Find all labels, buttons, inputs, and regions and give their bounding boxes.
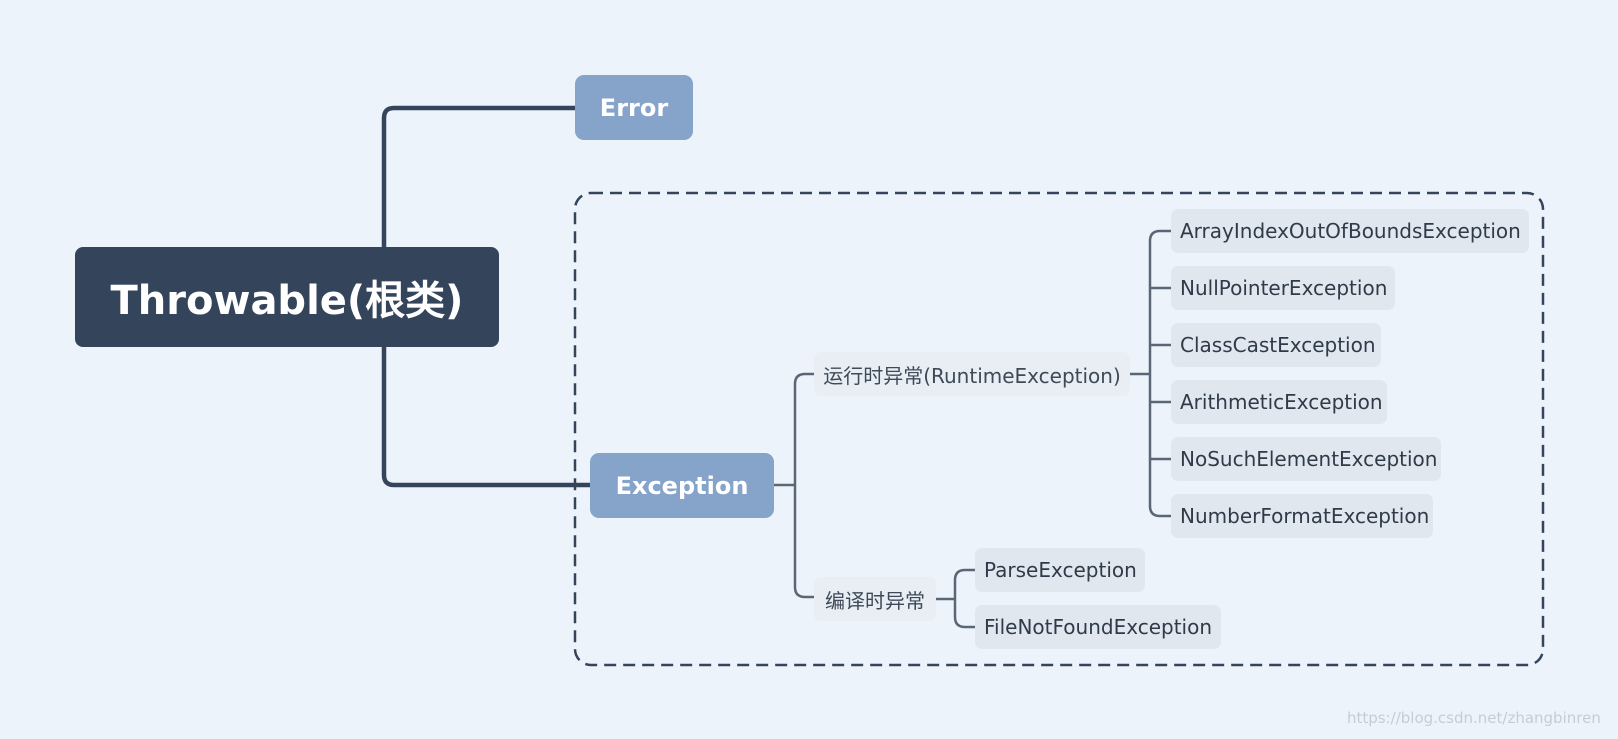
node-compile-exception[interactable]: 编译时异常 (814, 577, 936, 621)
node-runtime-exception[interactable]: 运行时异常(RuntimeException) (814, 352, 1130, 396)
connector-exception-groups (774, 372, 814, 599)
connector-compile-leaves (936, 568, 975, 629)
leaf-null-pointer[interactable]: NullPointerException (1171, 266, 1395, 310)
connector-root-exception (381, 347, 590, 488)
exception-group-boundary (573, 191, 1545, 667)
connector-runtime-leaves (1130, 229, 1171, 518)
leaf-parse[interactable]: ParseException (975, 548, 1145, 592)
leaf-file-not-found[interactable]: FileNotFoundException (975, 605, 1221, 649)
leaf-no-such-element[interactable]: NoSuchElementException (1171, 437, 1441, 481)
leaf-arithmetic[interactable]: ArithmeticException (1171, 380, 1387, 424)
node-exception[interactable]: Exception (590, 453, 774, 518)
node-error[interactable]: Error (575, 75, 693, 140)
root-node-throwable[interactable]: Throwable(根类) (75, 247, 499, 347)
watermark: https://blog.csdn.net/zhangbinren (1347, 709, 1601, 727)
connector-root-error (381, 105, 575, 247)
leaf-class-cast[interactable]: ClassCastException (1171, 323, 1381, 367)
leaf-array-index-out-of-bounds[interactable]: ArrayIndexOutOfBoundsException (1171, 209, 1529, 253)
leaf-number-format[interactable]: NumberFormatException (1171, 494, 1433, 538)
